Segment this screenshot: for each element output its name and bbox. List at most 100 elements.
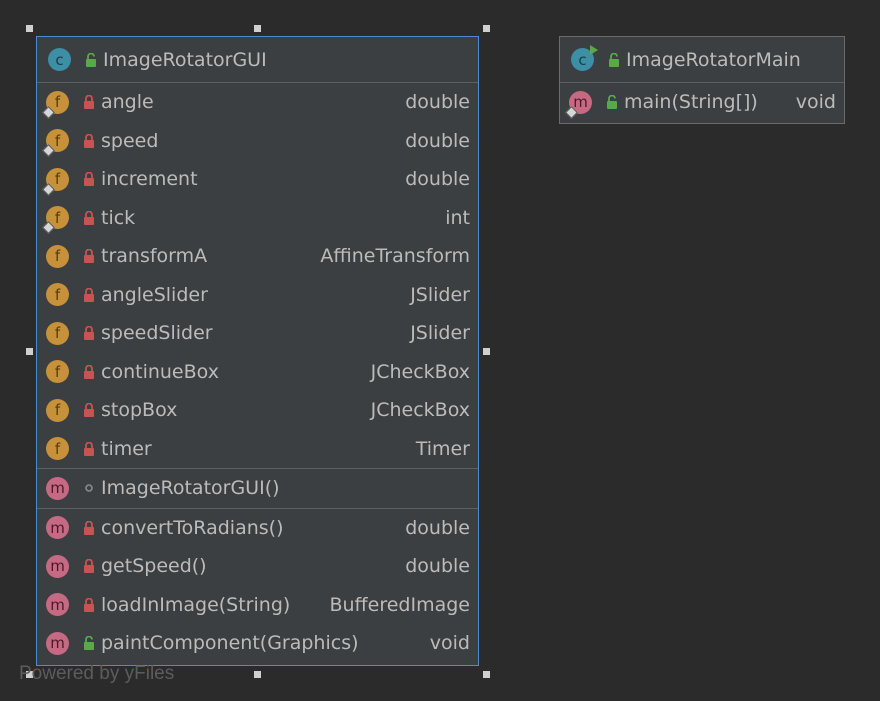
method-icon: m bbox=[46, 631, 69, 655]
method-row[interactable]: m paintComponent(Graphics) void bbox=[37, 624, 478, 663]
field-icon: f bbox=[46, 283, 69, 307]
member-type: void bbox=[429, 632, 470, 655]
public-visibility-icon bbox=[608, 52, 620, 67]
member-name: continueBox bbox=[101, 360, 219, 383]
static-marker-icon bbox=[42, 221, 55, 235]
static-marker-icon bbox=[42, 144, 55, 158]
member-name: transformA bbox=[101, 245, 208, 268]
class-node-imagerotatorgui[interactable]: c ImageRotatorGUI f angle double f speed doub… bbox=[36, 36, 479, 666]
static-marker-icon bbox=[42, 105, 55, 119]
field-row[interactable]: f tick int bbox=[37, 199, 478, 238]
method-icon: m bbox=[46, 554, 69, 578]
member-type: double bbox=[405, 91, 470, 114]
member-name: speedSlider bbox=[101, 322, 213, 345]
private-visibility-icon bbox=[83, 210, 95, 225]
method-icon: m bbox=[565, 90, 592, 119]
member-name: speed bbox=[101, 129, 159, 152]
methods-section: m convertToRadians() double m getSpeed() doub… bbox=[37, 509, 478, 663]
member-name: angleSlider bbox=[101, 283, 208, 306]
package-visibility-icon bbox=[83, 481, 95, 495]
private-visibility-icon bbox=[83, 287, 95, 302]
member-name: main(String[]) bbox=[624, 91, 758, 114]
private-visibility-icon bbox=[83, 249, 95, 264]
private-visibility-icon bbox=[83, 95, 95, 110]
member-name: angle bbox=[101, 91, 154, 114]
constructor-row[interactable]: m ImageRotatorGUI() bbox=[37, 469, 478, 508]
method-icon: m bbox=[46, 593, 69, 617]
member-type: double bbox=[405, 168, 470, 191]
field-row[interactable]: f stopBox JCheckBox bbox=[37, 391, 478, 430]
member-name: loadInImage(String) bbox=[101, 593, 291, 616]
member-name: getSpeed() bbox=[101, 555, 207, 578]
resize-handle[interactable] bbox=[483, 25, 490, 32]
private-visibility-icon bbox=[83, 326, 95, 341]
field-icon: f bbox=[42, 129, 69, 158]
constructors-section: m ImageRotatorGUI() bbox=[37, 469, 478, 509]
private-visibility-icon bbox=[83, 403, 95, 418]
field-row[interactable]: f speedSlider JSlider bbox=[37, 314, 478, 353]
class-header: c ImageRotatorGUI bbox=[37, 37, 478, 83]
method-row[interactable]: m convertToRadians() double bbox=[37, 509, 478, 548]
member-type: BufferedImage bbox=[329, 593, 470, 616]
runnable-class-icon: c bbox=[571, 45, 598, 71]
public-visibility-icon bbox=[606, 95, 618, 110]
member-name: increment bbox=[101, 168, 198, 191]
field-icon: f bbox=[46, 360, 69, 384]
field-icon: f bbox=[46, 321, 69, 345]
resize-handle[interactable] bbox=[26, 671, 33, 678]
member-type: double bbox=[405, 555, 470, 578]
field-icon: f bbox=[46, 244, 69, 268]
public-visibility-icon bbox=[83, 636, 95, 651]
member-type: JCheckBox bbox=[370, 399, 470, 422]
field-icon: f bbox=[42, 206, 69, 235]
private-visibility-icon bbox=[83, 172, 95, 187]
static-marker-icon bbox=[565, 105, 578, 119]
member-type: JSlider bbox=[410, 322, 470, 345]
private-visibility-icon bbox=[83, 559, 95, 574]
method-icon: m bbox=[46, 476, 69, 500]
member-type: void bbox=[795, 91, 836, 114]
private-visibility-icon bbox=[83, 364, 95, 379]
member-name: ImageRotatorGUI() bbox=[101, 477, 280, 500]
member-name: timer bbox=[101, 437, 152, 460]
field-icon: f bbox=[42, 90, 69, 119]
member-name: convertToRadians() bbox=[101, 516, 284, 539]
class-title: ImageRotatorMain bbox=[626, 48, 801, 71]
member-name: stopBox bbox=[101, 399, 178, 422]
class-node-imagerotatormain[interactable]: c ImageRotatorMain m main(String[]) void bbox=[559, 36, 845, 124]
member-type: Timer bbox=[415, 437, 470, 460]
member-type: double bbox=[405, 516, 470, 539]
private-visibility-icon bbox=[83, 520, 95, 535]
resize-handle[interactable] bbox=[26, 348, 33, 355]
field-row[interactable]: f angleSlider JSlider bbox=[37, 276, 478, 315]
field-row[interactable]: f continueBox JCheckBox bbox=[37, 353, 478, 392]
member-name: paintComponent(Graphics) bbox=[101, 632, 359, 655]
methods-section: m main(String[]) void bbox=[560, 83, 844, 122]
resize-handle[interactable] bbox=[483, 671, 490, 678]
member-type: JCheckBox bbox=[370, 360, 470, 383]
member-type: int bbox=[445, 206, 470, 229]
watermark: Powered by yFiles bbox=[19, 663, 175, 684]
private-visibility-icon bbox=[83, 441, 95, 456]
member-name: tick bbox=[101, 206, 136, 229]
field-icon: f bbox=[46, 398, 69, 422]
member-type: AffineTransform bbox=[320, 245, 470, 268]
class-header: c ImageRotatorMain bbox=[560, 37, 844, 83]
method-icon: m bbox=[46, 516, 69, 540]
class-icon: c bbox=[48, 48, 71, 71]
resize-handle[interactable] bbox=[26, 25, 33, 32]
member-type: JSlider bbox=[410, 283, 470, 306]
method-row[interactable]: m main(String[]) void bbox=[560, 83, 844, 122]
resize-handle[interactable] bbox=[254, 671, 261, 678]
resize-handle[interactable] bbox=[254, 25, 261, 32]
field-row[interactable]: f transformA AffineTransform bbox=[37, 237, 478, 276]
method-row[interactable]: m loadInImage(String) BufferedImage bbox=[37, 586, 478, 625]
resize-handle[interactable] bbox=[483, 348, 490, 355]
method-row[interactable]: m getSpeed() double bbox=[37, 547, 478, 586]
field-row[interactable]: f angle double bbox=[37, 83, 478, 122]
class-title: ImageRotatorGUI bbox=[103, 48, 267, 71]
